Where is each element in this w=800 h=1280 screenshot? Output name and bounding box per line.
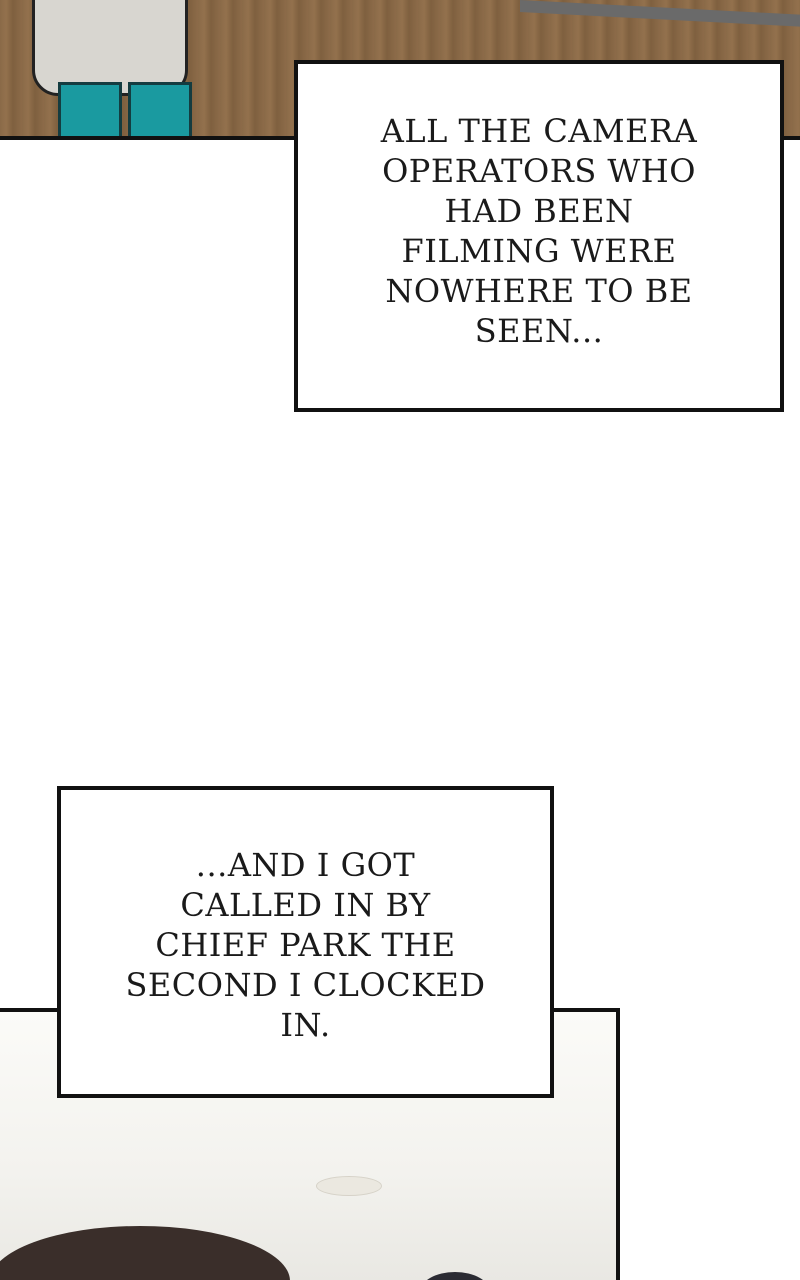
figure-leg-right <box>128 82 192 136</box>
caption-text-1: ALL THE CAMERA OPERATORS WHO HAD BEEN FI… <box>380 112 698 350</box>
character-hair <box>0 1226 290 1280</box>
figure-coat <box>32 0 188 96</box>
figure-leg-left <box>58 82 122 136</box>
caption-box-1: ALL THE CAMERA OPERATORS WHO HAD BEEN FI… <box>294 60 784 412</box>
caption-text-2: ...AND I GOT CALLED IN BY CHIEF PARK THE… <box>125 846 486 1044</box>
ceiling-light <box>316 1176 382 1196</box>
character-hair-second <box>420 1272 490 1280</box>
wall-edge <box>520 0 800 28</box>
caption-box-2: ...AND I GOT CALLED IN BY CHIEF PARK THE… <box>57 786 554 1098</box>
